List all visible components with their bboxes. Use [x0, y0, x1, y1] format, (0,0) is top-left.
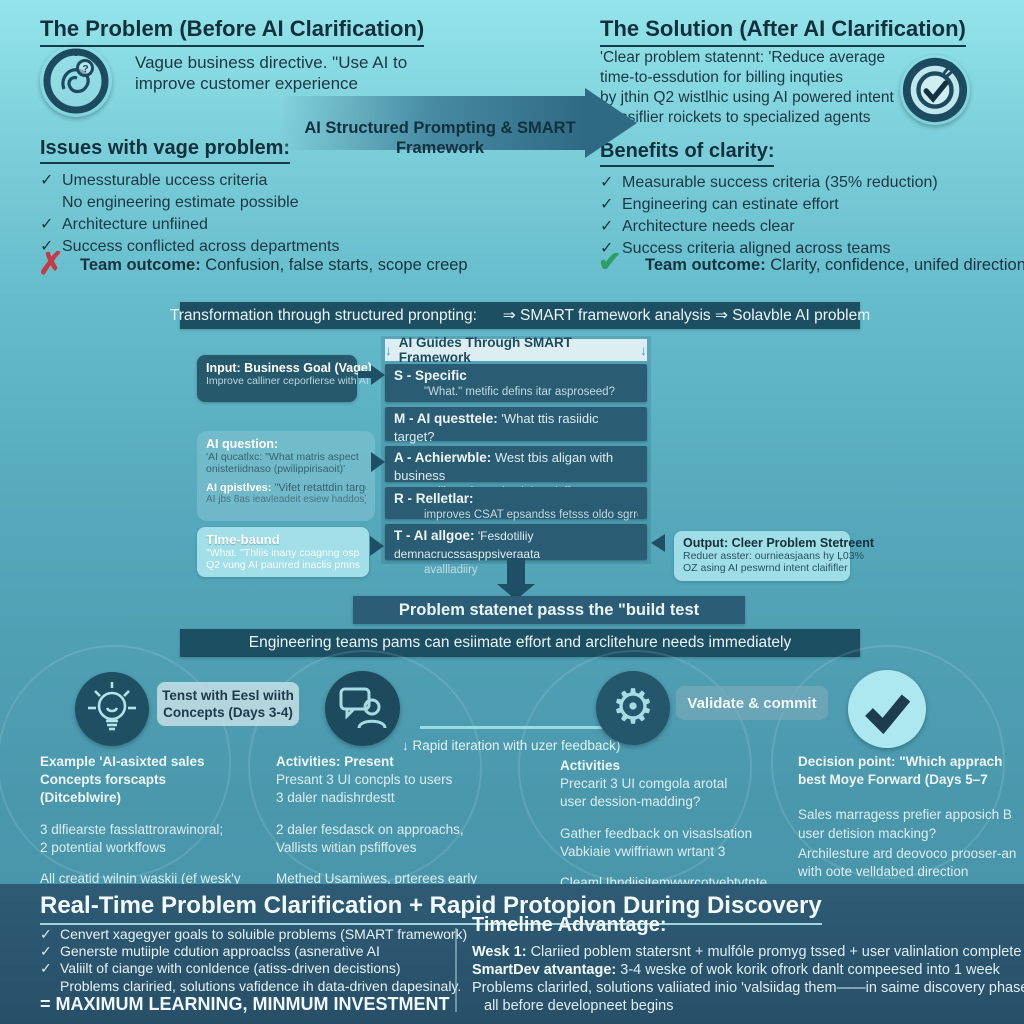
solution-statement-line: classiflier roickets to specialized agen…: [600, 109, 871, 126]
big-arrow-body: [283, 96, 585, 150]
bottom-panel: Real-Time Problem Clarification + Rapid …: [0, 884, 1024, 1024]
build-test-banner: Problem statenet passs the "build test: [353, 596, 745, 624]
iteration-arrow-line: [420, 726, 646, 729]
issues-title: Issues with vage problem:: [40, 137, 291, 164]
down-arrow-icon: ↓: [385, 342, 392, 358]
green-check-icon: ✔: [598, 246, 622, 277]
check-mark-icon: ✓: [600, 174, 614, 191]
decorative-circle: [248, 650, 482, 884]
target-check-icon: [900, 55, 970, 125]
smart-row-specific: S - Specific "What." metific defins itar…: [385, 364, 647, 402]
transformation-banner: Transformation through structured pronpt…: [170, 302, 870, 329]
solution-statement-line: 'Clear problem statennt: 'Reduce average: [600, 49, 886, 66]
check-mark-icon: ✓: [40, 943, 52, 960]
equals-summary: = MAXIMUM LEARNING, MINMUM INVESTMENT: [40, 994, 450, 1014]
decorative-circle: [771, 645, 1005, 879]
problem-title: The Problem (Before AI Clarification): [40, 16, 425, 47]
check-mark-icon: ✓: [40, 238, 54, 255]
gear-icon: ⚙: [596, 671, 670, 745]
output-box: Output: Cleer Problem Stetreent Reduer a…: [674, 531, 874, 581]
decorative-circle: [518, 650, 752, 884]
smart-row-measurable: M - AI questtele: 'What ttis rasiidic ta…: [385, 407, 647, 459]
benefit-item: ✓Engineering can estinate effort: [600, 194, 938, 216]
solution-title: The Solution (After AI Clarification): [600, 16, 966, 47]
right-arrow-icon: [370, 536, 384, 556]
left-arrow-icon: [651, 534, 665, 552]
right-arrow-icon: [371, 452, 385, 472]
problem-directive-line2: improve customer experience: [135, 74, 358, 93]
test-concepts-chip: Tenst with Eesl wiith Concepts (Days 3-4…: [157, 682, 299, 726]
benefits-title: Benefits of clarity:: [600, 140, 775, 167]
connector-line: [358, 371, 371, 378]
validate-commit-chip: Validate & commit: [676, 686, 828, 720]
smart-row-achievable: A - Achierwble: West tbis aligan with bu…: [385, 446, 647, 498]
check-circle-icon: [848, 670, 926, 748]
bottom-title: Real-Time Problem Clarification + Rapid …: [40, 892, 822, 925]
lightbulb-icon: [75, 672, 149, 746]
right-arrow-icon: [371, 365, 385, 385]
check-mark-icon: ✓: [40, 172, 54, 189]
timeline-line-1: Wesk 1: Clariied poblem statersnt + mulf…: [472, 944, 1022, 960]
benefit-item: ✓Success criteria aligned across teams: [600, 238, 938, 260]
smart-row-relevant: R - Relletlar: improves CSAT epsandss fe…: [385, 487, 647, 521]
timeline-line-2: SmartDev atvantage: 3-4 weske of wok kor…: [472, 962, 1000, 978]
big-arrow-label: AI Structured Prompting & SMART Framewor…: [304, 119, 576, 157]
red-x-icon: ✗: [38, 246, 64, 281]
solution-outcome: Team outcome: Clarity, confidence, unife…: [645, 256, 1024, 274]
bottom-check-item: ✓Generste mutiiple cdution approaclss (a…: [40, 943, 380, 960]
solution-statement-line: by jthin Q2 wistlhic using AI powered in…: [600, 89, 894, 106]
problem-directive-line1: Vague business directive. "Use AI to: [135, 53, 408, 72]
down-arrow-body: [507, 558, 525, 584]
bottom-check-item: ✓Valiilt of ciange with conldence (atiss…: [40, 960, 401, 977]
check-mark-icon: ✓: [40, 960, 52, 977]
check-mark-icon: ✓: [600, 240, 614, 257]
check-mark-icon: ✓: [40, 216, 54, 233]
big-arrow-head: [585, 88, 637, 158]
issue-item: No engineering estimate possible: [40, 192, 339, 214]
check-mark-icon: [40, 192, 62, 214]
benefits-list: ✓Measurable success criteria (35% reduct…: [600, 172, 938, 260]
chat-icon: [325, 671, 400, 746]
benefit-item: ✓Measurable success criteria (35% reduct…: [600, 172, 938, 194]
issue-item: ✓Success conflicted across departments: [40, 236, 339, 258]
down-arrow-icon: ↓: [640, 342, 647, 358]
svg-text:?: ?: [83, 64, 89, 75]
smart-framework-header: ↓ AI Guides Through SMART Framework ↓: [385, 335, 647, 365]
check-mark-icon: ✓: [40, 926, 52, 942]
check-mark-icon: ✓: [600, 196, 614, 213]
bottom-check-item: Problems clariried, solutions vafidence …: [60, 977, 462, 994]
timeline-title: Timeline Advantage:: [472, 914, 667, 936]
problem-outcome: Team outcome: Confusion, false starts, s…: [80, 256, 468, 274]
issue-item: ✓Architecture unfiined: [40, 214, 339, 236]
rapid-iteration-label: ↓ Rapid iteration with uzer feedback): [402, 738, 621, 753]
confusion-icon: ?: [40, 45, 112, 117]
timeline-line-3: Problems clarirled, solutions valiiated …: [472, 980, 1024, 996]
engineering-banner: Engineering teams pams can esiimate effo…: [180, 629, 860, 657]
input-box: Input: Business Goal (Vage) Improve call…: [197, 355, 372, 402]
phase-column-decision: Decision point: "Which apprach best Moye…: [798, 754, 1017, 880]
benefit-item: ✓Architecture needs clear: [600, 216, 938, 238]
issue-item: ✓Umessturable uccess criteria: [40, 170, 339, 192]
time-bound-box: TIme-baund "What. "Thliis inany coagnng …: [197, 527, 369, 577]
issues-list: ✓Umessturable uccess criteria No enginee…: [40, 170, 339, 258]
ai-question-box: AI question: 'AI qucatlxc: "What matris …: [197, 431, 375, 521]
solution-statement-line: time-to-essdution for billing inquties: [600, 69, 843, 86]
timeline-line-4: all before developneet begins: [484, 998, 674, 1014]
check-mark-icon: ✓: [600, 218, 614, 235]
vertical-divider: [455, 928, 457, 1012]
bottom-checklist: ✓Cenvert xagegyer goals to soluible prob…: [40, 926, 467, 995]
decorative-circle: [0, 645, 231, 879]
bottom-check-item: ✓Cenvert xagegyer goals to soluible prob…: [40, 926, 468, 942]
smart-row-timebound: T - AI allgoe: 'Fesdotiliiy demnacrucssa…: [385, 524, 647, 576]
